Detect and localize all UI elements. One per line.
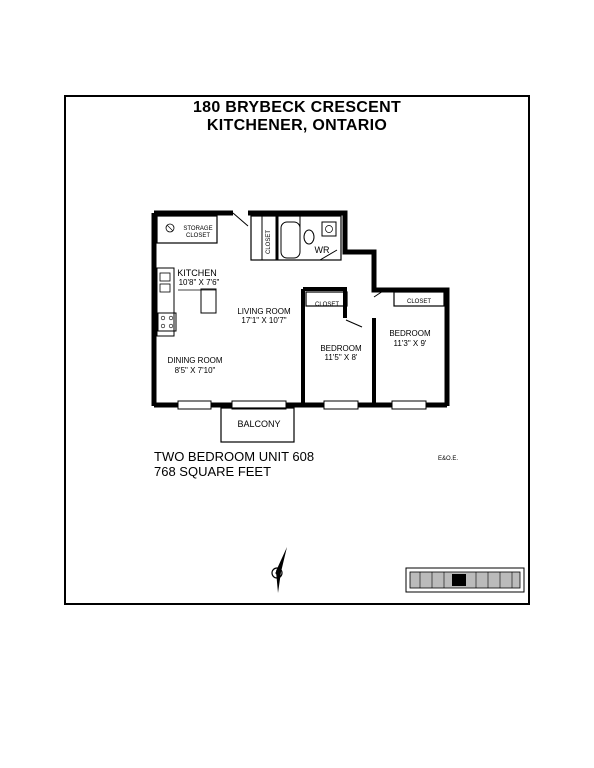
bedroom2-closet	[393, 291, 445, 307]
bathroom-block	[250, 215, 342, 261]
bedroom1-name: BEDROOM	[320, 344, 362, 353]
bedroom2-door	[373, 288, 387, 298]
kitchen-dim: 10'8" X 7'6"	[179, 278, 220, 287]
storage-closet-label-1: STORAGE	[183, 226, 212, 232]
kitchen-name: KITCHEN	[177, 268, 217, 278]
kitchen-counter	[156, 267, 175, 337]
wall-north-east	[248, 210, 450, 406]
storage-closet-label-2: CLOSET	[186, 233, 210, 239]
bedroom1-closet-label: CLOSET	[315, 302, 339, 308]
stove-icon	[157, 312, 177, 332]
balcony	[220, 407, 295, 443]
building-key-plan-icon	[405, 567, 525, 593]
entry-door	[232, 212, 249, 227]
storage-closet	[156, 215, 218, 244]
closet-label-vertical: CLOSET	[266, 230, 272, 254]
bedroom1-dim: 11'5" X 8'	[325, 353, 358, 362]
north-arrow-icon	[271, 547, 287, 593]
wr-label: WR	[315, 245, 330, 255]
building-address: 180 BRYBECK CRESCENT	[192, 99, 402, 116]
window	[391, 400, 427, 410]
sink-icon	[159, 272, 171, 282]
unit-area: 768 SQUARE FEET	[154, 464, 272, 479]
disclaimer: E&O.E.	[438, 456, 459, 462]
unit-name: TWO BEDROOM UNIT 608	[154, 449, 315, 464]
window	[177, 400, 212, 410]
dining-room-name: DINING ROOM	[167, 356, 222, 365]
living-room-name: LIVING ROOM	[237, 307, 291, 316]
page-border	[64, 95, 530, 605]
balcony-label: BALCONY	[237, 419, 280, 429]
toilet-icon	[303, 229, 315, 245]
kitchen-island	[200, 288, 217, 314]
vanity-icon	[321, 221, 337, 237]
window	[323, 400, 359, 410]
bedroom2-closet-label: CLOSET	[407, 299, 431, 305]
building-city: KITCHENER, ONTARIO	[206, 117, 388, 134]
bathtub-icon	[280, 221, 301, 259]
living-room-dim: 17'1" X 10'7"	[241, 316, 286, 325]
water-heater-icon	[165, 223, 175, 233]
dining-room-dim: 8'5" X 7'10"	[175, 366, 216, 375]
bedroom2-name: BEDROOM	[389, 329, 431, 338]
bedroom1-closet	[305, 291, 348, 307]
window	[231, 400, 287, 410]
bedroom2-dim: 11'3" X 9'	[394, 339, 427, 348]
bedroom1-door	[345, 319, 363, 328]
